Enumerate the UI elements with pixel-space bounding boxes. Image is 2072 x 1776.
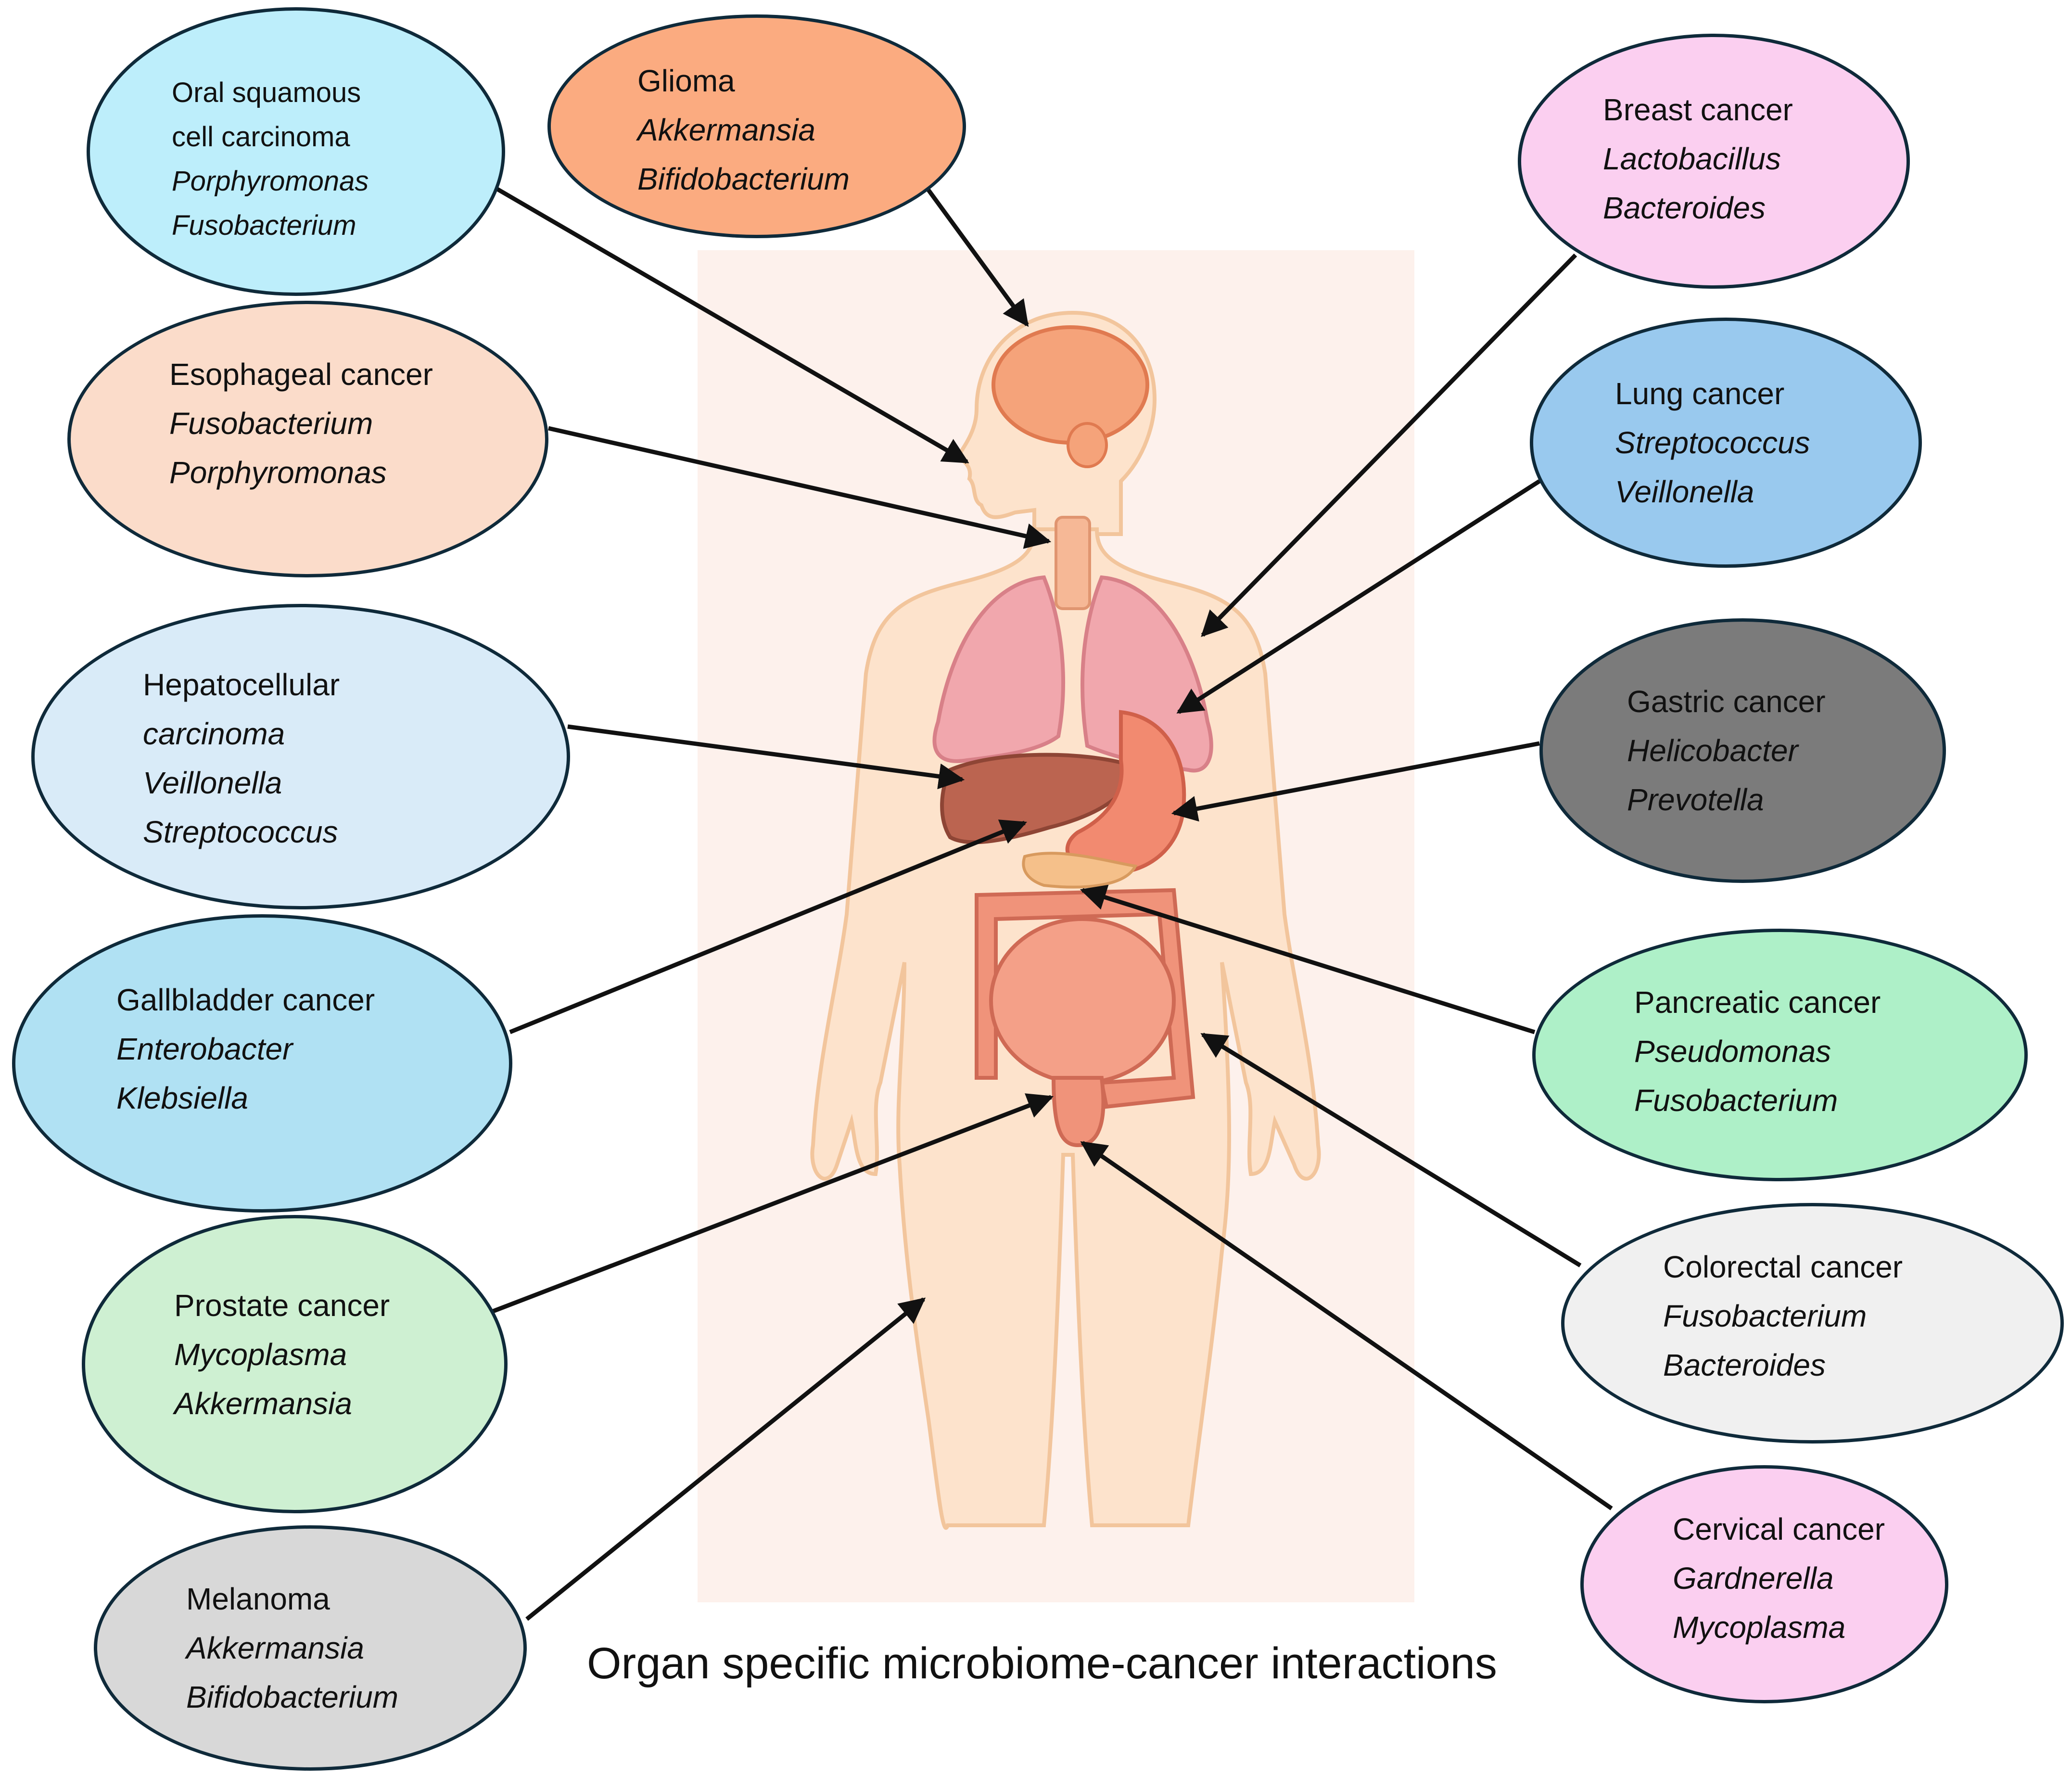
arrow-esophageal — [548, 426, 1052, 549]
microbe-name: Fusobacterium — [1663, 1299, 1867, 1333]
cancer-name: Oral squamous — [172, 77, 361, 108]
microbe-name: Streptococcus — [1615, 425, 1810, 460]
large-intestine — [975, 888, 1195, 1109]
arrow-prostate — [492, 1093, 1054, 1314]
rectum — [1051, 1076, 1106, 1148]
caption: Organ specific microbiome-cancer interac… — [587, 1639, 1497, 1688]
microbe-name: Helicobacter — [1627, 733, 1798, 768]
cancer-name: Colorectal cancer — [1663, 1250, 1903, 1284]
cancer-name: Lung cancer — [1615, 376, 1785, 411]
microbe-name: Enterobacter — [116, 1032, 293, 1066]
brain — [992, 325, 1149, 445]
right-lung — [1080, 575, 1213, 773]
microbe-name: Akkermansia — [174, 1386, 352, 1421]
microbe-name: Veillonella — [1615, 474, 1754, 509]
microbe-name: Klebsiella — [116, 1081, 248, 1115]
arrow-oral — [489, 183, 969, 464]
microbe-name: Bifidobacterium — [637, 162, 850, 196]
microbe-name: Lactobacillus — [1603, 141, 1781, 176]
microbe-name: Porphyromonas — [172, 166, 369, 197]
arrow-cervical — [1080, 1141, 1613, 1510]
arrow-gallbladder — [509, 819, 1028, 1035]
arrow-breast — [1201, 253, 1577, 637]
microbe-name: Veillonella — [143, 766, 282, 800]
cancer-name: Pancreatic cancer — [1634, 985, 1881, 1020]
pancreas — [1022, 852, 1138, 889]
microbe-name: Mycoplasma — [174, 1337, 347, 1372]
arrow-lung — [1176, 479, 1541, 714]
microbe-name: Porphyromonas — [169, 455, 387, 490]
microbe-name: Fusobacterium — [1634, 1083, 1838, 1118]
arrow-hepatocellular — [567, 724, 965, 790]
arrows — [489, 183, 1613, 1621]
microbe-name: Akkermansia — [186, 1631, 364, 1665]
microbe-name: Pseudomonas — [1634, 1034, 1831, 1069]
cancer-name: Cervical cancer — [1673, 1512, 1885, 1546]
microbe-name: Streptococcus — [143, 815, 338, 849]
cancer-name: Hepatocellular — [143, 667, 340, 702]
microbe-name: Fusobacterium — [169, 406, 373, 441]
arrow-glioma — [927, 189, 1029, 327]
small-intestine — [989, 917, 1176, 1085]
trachea — [1055, 516, 1091, 610]
microbe-name: Akkermansia — [637, 113, 815, 147]
arrow-colorectal — [1200, 1033, 1582, 1267]
microbe-name: Bacteroides — [1663, 1348, 1826, 1382]
cancer-name: Melanoma — [186, 1582, 330, 1616]
cancer-name: Breast cancer — [1603, 92, 1793, 127]
arrow-melanoma — [525, 1297, 926, 1621]
microbe-name: Bacteroides — [1603, 191, 1766, 225]
cancer-name: Gastric cancer — [1627, 684, 1826, 719]
cancer-name: Glioma — [637, 64, 735, 98]
microbe-name: Fusobacterium — [172, 210, 356, 241]
cancer-name: cell carcinoma — [172, 121, 350, 153]
microbe-name: Gardnerella — [1673, 1561, 1834, 1596]
cancer-name: Prostate cancer — [174, 1288, 390, 1323]
arrow-pancreatic — [1080, 884, 1536, 1035]
arrow-gastric — [1171, 741, 1540, 822]
microbe-name: carcinoma — [143, 716, 285, 751]
cancer-name: Esophageal cancer — [169, 357, 433, 392]
microbe-name: Mycoplasma — [1673, 1610, 1846, 1645]
liver — [940, 753, 1133, 844]
cancer-name: Gallbladder cancer — [116, 983, 375, 1017]
left-lung — [932, 575, 1065, 763]
microbe-name: Bifidobacterium — [186, 1680, 399, 1714]
microbe-name: Prevotella — [1627, 782, 1764, 817]
brain-stem — [1067, 422, 1108, 468]
